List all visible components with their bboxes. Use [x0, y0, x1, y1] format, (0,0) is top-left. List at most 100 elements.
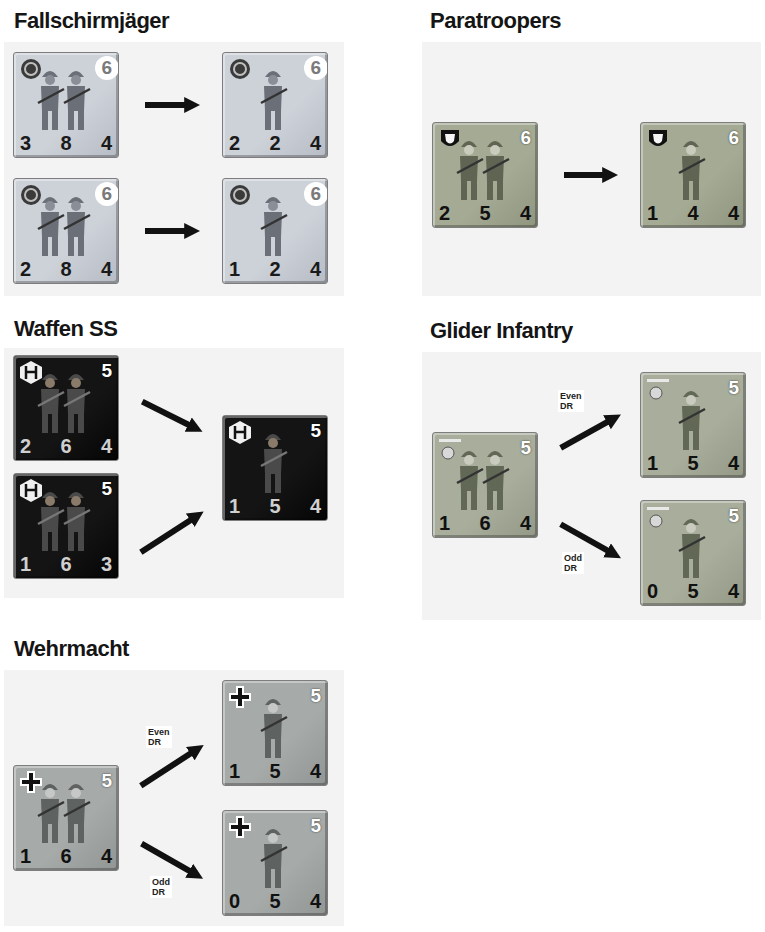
morale-disc — [304, 56, 328, 80]
unit-counter: 6 254 — [432, 122, 538, 228]
morale-disc — [304, 182, 328, 206]
edge-label-box: Even DR — [558, 390, 584, 412]
section-title: Fallschirmjäger — [14, 8, 169, 33]
morale-value: 6 — [520, 127, 531, 149]
soldier-figure — [38, 71, 64, 130]
counter-top-row: 6 — [439, 127, 531, 149]
stat-value: 5 — [269, 495, 280, 517]
counter-stat-row: 254 — [439, 202, 531, 224]
stat-value: 4 — [728, 452, 739, 474]
counter-stat-row: 224 — [229, 132, 321, 154]
unit-counter: 5 164 — [13, 765, 119, 871]
stat-value: 2 — [20, 258, 31, 280]
counter-top-row: 5 — [20, 770, 112, 792]
counter-stat-row: 163 — [20, 553, 112, 575]
unit-emblem — [647, 507, 669, 527]
unit-counter: 5 163 — [13, 473, 119, 579]
stat-value: 1 — [647, 452, 658, 474]
stat-value: 5 — [269, 760, 280, 782]
reduction-arrow — [142, 402, 192, 427]
reduction-arrow — [145, 228, 189, 234]
unit-emblem — [20, 479, 42, 502]
reduction-arrow — [141, 518, 194, 552]
unit-counter: 6 124 — [222, 178, 328, 284]
counter-top-row: 5 — [647, 505, 739, 527]
stat-value: 4 — [101, 132, 112, 154]
die-roll-label: Even DR — [558, 390, 584, 412]
morale-value: 5 — [728, 377, 739, 399]
morale-value: 5 — [310, 420, 321, 442]
unit-counter: 6 384 — [13, 52, 119, 158]
stat-value: 2 — [269, 132, 280, 154]
section-title: Glider Infantry — [430, 318, 573, 343]
stat-value: 4 — [520, 512, 531, 534]
section-title: Paratroopers — [430, 8, 561, 33]
reduction-arrow — [564, 172, 607, 178]
stat-value: 4 — [310, 132, 321, 154]
soldier-figure — [261, 434, 287, 493]
stat-value: 4 — [101, 435, 112, 457]
stat-value: 6 — [60, 845, 71, 867]
section-title: Waffen SS — [14, 316, 117, 341]
stat-value: 1 — [229, 495, 240, 517]
stat-value: 6 — [479, 512, 490, 534]
counter-top-row: 5 — [20, 478, 112, 500]
unit-counter: 5054 — [222, 810, 328, 916]
morale-value: 5 — [728, 505, 739, 527]
soldier-figure — [64, 784, 90, 843]
unit-emblem — [21, 185, 41, 205]
counter-stat-row: 284 — [20, 258, 112, 280]
soldier-figure — [679, 141, 705, 200]
morale-value: 6 — [310, 183, 321, 205]
soldier-figure — [679, 391, 705, 450]
morale-value: 5 — [310, 685, 321, 707]
unit-emblem — [20, 771, 42, 793]
stat-value: 5 — [687, 452, 698, 474]
stat-value: 2 — [269, 258, 280, 280]
morale-value: 6 — [101, 183, 112, 205]
counter-stat-row: 054 — [647, 580, 739, 602]
soldier-figure — [261, 699, 287, 758]
unit-counter: 5164 — [432, 432, 538, 538]
counter-top-row: 5 — [229, 685, 321, 707]
unit-counter: 5264 — [13, 355, 119, 461]
unit-emblem — [21, 59, 41, 79]
counter-stat-row: 124 — [229, 258, 321, 280]
soldier-figure — [261, 71, 287, 130]
unit-counter: 5054 — [640, 500, 746, 606]
soldier-figure — [483, 141, 509, 200]
stat-value: 0 — [647, 580, 658, 602]
soldier-figure — [679, 519, 705, 578]
counter-stat-row: 384 — [20, 132, 112, 154]
stat-value: 1 — [439, 512, 450, 534]
soldier-figure — [261, 829, 287, 888]
stat-value: 1 — [20, 553, 31, 575]
stat-value: 1 — [229, 760, 240, 782]
stat-value: 4 — [101, 258, 112, 280]
counter-stat-row: 1 6 4 — [439, 512, 531, 534]
stat-value: 5 — [687, 580, 698, 602]
unit-emblem — [229, 816, 251, 838]
section-panel — [4, 348, 344, 598]
section-panel — [4, 42, 344, 296]
unit-emblem — [229, 686, 251, 708]
counter-top-row: 6 — [229, 57, 321, 79]
soldier-figure — [457, 451, 483, 510]
section-title-box: Paratroopers — [430, 8, 561, 34]
die-roll-label: Odd DR — [562, 552, 584, 574]
stat-value: 1 — [647, 202, 658, 224]
stat-value: 4 — [310, 760, 321, 782]
unit-emblem — [441, 130, 459, 146]
counter-stat-row: 164 — [20, 845, 112, 867]
soldier-figure — [457, 141, 483, 200]
section-title-box: Waffen SS — [14, 316, 117, 342]
stat-value: 6 — [60, 435, 71, 457]
counter-stat-row: 054 — [229, 890, 321, 912]
morale-value: 6 — [310, 57, 321, 79]
stat-value: 5 — [479, 202, 490, 224]
counter-top-row: 6 — [20, 57, 112, 79]
section-panel — [422, 352, 761, 620]
soldier-figure — [38, 374, 64, 433]
morale-value: 6 — [728, 127, 739, 149]
